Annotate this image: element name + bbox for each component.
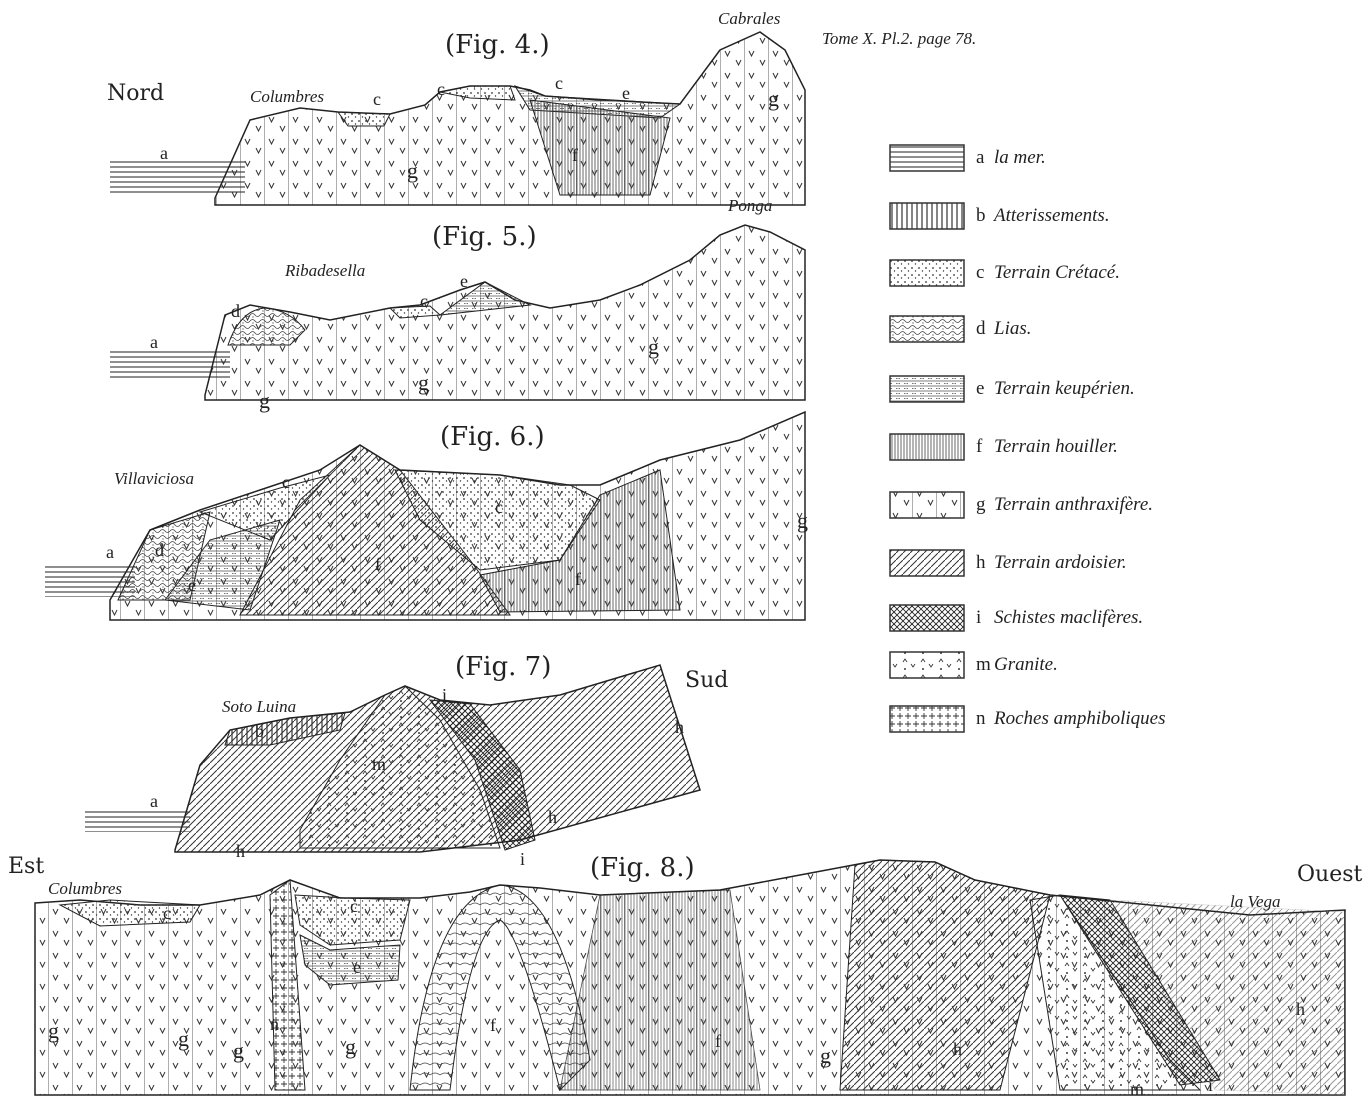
- fig6-place-villaviciosa: Villaviciosa: [114, 470, 194, 487]
- fig5-place-ribadesella: Ribadesella: [285, 262, 365, 279]
- fig7-label-h3: h: [236, 842, 245, 860]
- fig4-place-cabrales: Cabrales: [718, 10, 780, 27]
- fig5-label-c: c: [420, 292, 428, 310]
- fig6-label-d: d: [155, 541, 164, 559]
- fig7-section: [85, 665, 700, 852]
- fig8-label-g5: g: [820, 1045, 831, 1067]
- fig5-label-g1: g: [259, 390, 270, 412]
- fig8-label-h1: h: [953, 1040, 962, 1058]
- legend-text-f: Terrain houiller.: [994, 437, 1118, 456]
- fig6-title: (Fig. 6.): [440, 424, 545, 450]
- fig8-label-e: e: [353, 958, 361, 976]
- fig4-label-g2: g: [768, 88, 779, 110]
- fig4-label-f: f: [572, 146, 578, 164]
- fig7-direction-south: Sud: [685, 670, 728, 692]
- fig8-label-g4: g: [345, 1036, 356, 1058]
- fig8-section: [35, 860, 1345, 1095]
- fig7-label-i2: i: [520, 850, 525, 868]
- legend-key-n: n: [976, 709, 986, 728]
- fig8-direction-west: Ouest: [1297, 864, 1362, 886]
- fig7-label-h1: h: [675, 718, 684, 736]
- fig8-label-g3: g: [233, 1040, 244, 1062]
- fig6-section: [45, 412, 805, 620]
- legend-text-g: Terrain anthraxifère.: [994, 495, 1153, 514]
- legend-key-e: e: [976, 379, 984, 398]
- fig7-label-h2: h: [548, 808, 557, 826]
- legend-key-b: b: [976, 206, 986, 225]
- fig6-label-e: e: [188, 576, 196, 594]
- legend-key-g: g: [976, 495, 986, 514]
- legend-key-a: a: [976, 148, 984, 167]
- fig8-label-c1: c: [163, 904, 171, 922]
- fig4-label-c2: c: [437, 80, 445, 98]
- fig5-label-g2: g: [418, 372, 429, 394]
- fig7-label-i1: i: [442, 686, 447, 704]
- fig4-label-e: e: [622, 84, 630, 102]
- fig8-place-la-vega: la Vega: [1230, 893, 1281, 910]
- fig4-label-c1: c: [373, 90, 381, 108]
- legend-key-d: d: [976, 319, 986, 338]
- fig4-place-columbres: Columbres: [250, 88, 324, 105]
- fig5-label-a: a: [150, 333, 158, 351]
- legend-text-e: Terrain keupérien.: [994, 379, 1135, 398]
- fig6-label-c2: c: [495, 498, 503, 516]
- legend-key-i: i: [976, 608, 981, 627]
- fig7-place-soto-luina: Soto Luina: [222, 698, 296, 715]
- plate-reference: Tome X. Pl.2. page 78.: [822, 30, 976, 47]
- fig6-label-f2: f: [575, 570, 581, 588]
- fig6-label-g: g: [797, 510, 808, 532]
- legend-text-c: Terrain Crétacé.: [994, 263, 1120, 282]
- fig8-label-i: i: [1208, 1076, 1213, 1094]
- fig8-label-g1: g: [48, 1020, 59, 1042]
- fig8-direction-east: Est: [8, 856, 44, 878]
- fig8-title: (Fig. 8.): [590, 855, 695, 881]
- legend-text-d: Lias.: [994, 319, 1032, 338]
- fig5-place-ponga: Ponga: [728, 197, 772, 214]
- fig8-label-f1: f: [490, 1016, 496, 1034]
- fig8-label-m: m: [1130, 1080, 1144, 1098]
- fig6-label-f1: f: [375, 555, 381, 573]
- legend-text-i: Schistes maclifères.: [994, 608, 1143, 627]
- fig8-label-c2: c: [350, 897, 358, 915]
- legend-key-f: f: [976, 437, 982, 456]
- legend-key-m: m: [976, 655, 991, 674]
- fig4-label-a: a: [160, 144, 168, 162]
- fig8-label-f2: f: [715, 1032, 721, 1050]
- fig5-label-d: d: [231, 302, 240, 320]
- fig7-label-b: b: [255, 722, 264, 740]
- legend-key-h: h: [976, 553, 986, 572]
- fig7-label-a: a: [150, 792, 158, 810]
- fig4-label-c3: c: [555, 74, 563, 92]
- fig8-label-g2: g: [178, 1028, 189, 1050]
- fig6-label-c1: c: [282, 473, 290, 491]
- fig8-label-n: n: [270, 1015, 279, 1033]
- fig5-label-e: e: [460, 272, 468, 290]
- legend-text-h: Terrain ardoisier.: [994, 553, 1127, 572]
- fig4-label-g1: g: [407, 160, 418, 182]
- fig5-label-g3: g: [648, 336, 659, 358]
- fig4-direction-north: Nord: [107, 83, 164, 105]
- legend-key-c: c: [976, 263, 984, 282]
- fig7-title: (Fig. 7): [455, 654, 551, 680]
- legend-text-m: Granite.: [994, 655, 1058, 674]
- legend-text-a: la mer.: [994, 148, 1046, 167]
- fig5-title: (Fig. 5.): [432, 224, 537, 250]
- fig8-place-columbres: Columbres: [48, 880, 122, 897]
- fig6-label-a: a: [106, 543, 114, 561]
- fig7-label-m: m: [372, 755, 386, 773]
- legend-text-n: Roches amphiboliques: [994, 709, 1166, 728]
- legend-text-b: Atterissements.: [994, 206, 1110, 225]
- fig4-title: (Fig. 4.): [445, 32, 550, 58]
- fig8-label-h2: h: [1296, 1000, 1305, 1018]
- legend-swatches: [890, 145, 964, 732]
